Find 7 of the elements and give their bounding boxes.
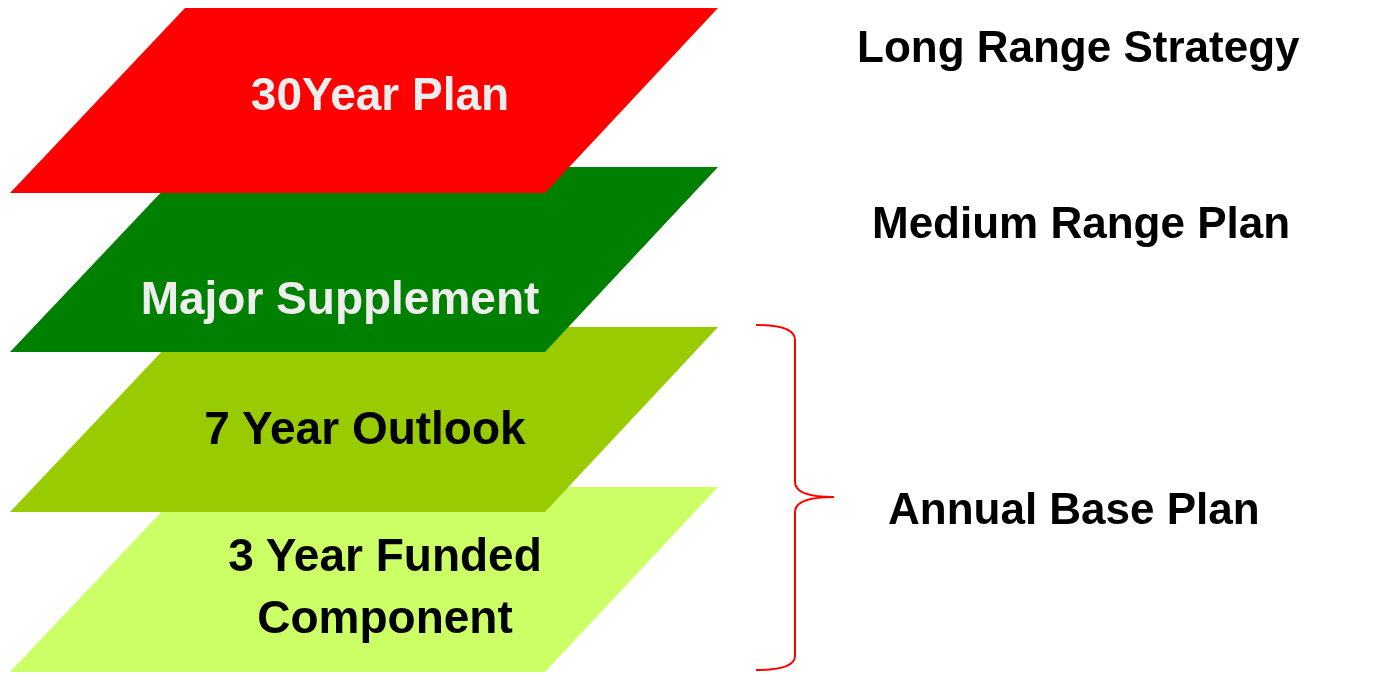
plan-level-label: Annual Base Plan [888, 484, 1260, 534]
layer-label: 7 Year Outlook [203, 401, 527, 456]
plan-level-label: Long Range Strategy [857, 22, 1300, 72]
plan-level-label: Medium Range Plan [872, 198, 1291, 248]
layer-label: Major Supplement [139, 271, 541, 326]
layer-label: 3 Year Funded Component [227, 528, 543, 645]
layer-label: 30Year Plan [249, 67, 511, 122]
